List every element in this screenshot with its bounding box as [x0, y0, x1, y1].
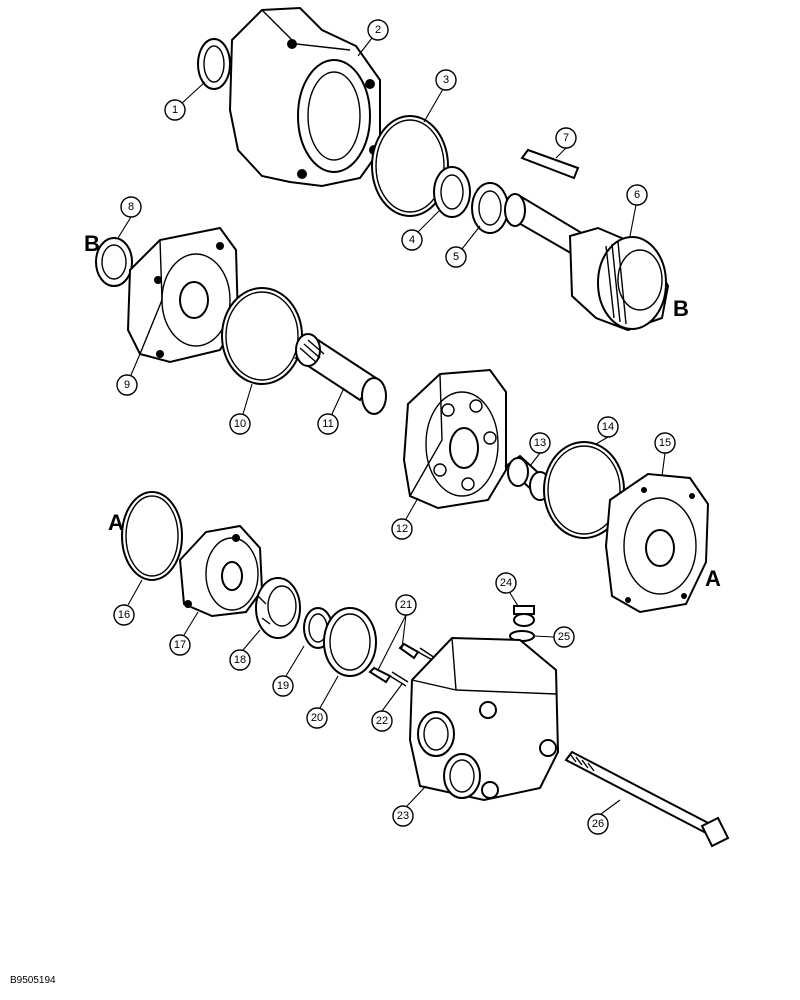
part-17-valve-body: [178, 524, 264, 618]
part-21-22-pins-springs: [368, 642, 439, 687]
svg-text:18: 18: [234, 654, 246, 666]
callout-13: 13: [529, 432, 551, 454]
svg-text:19: 19: [277, 680, 289, 692]
callout-17: 17: [169, 634, 191, 656]
callout-1: 1: [164, 99, 186, 121]
svg-text:16: 16: [118, 609, 130, 621]
part-24-plug: [513, 605, 535, 627]
svg-text:3: 3: [443, 74, 449, 86]
view-marker-a-right: A: [705, 566, 721, 591]
part-8-seal: [95, 237, 133, 287]
callout-18: 18: [229, 649, 251, 671]
svg-text:17: 17: [174, 639, 186, 651]
svg-text:13: 13: [534, 437, 546, 449]
callout-24: 24: [495, 572, 517, 594]
svg-text:8: 8: [128, 201, 134, 213]
svg-text:12: 12: [396, 523, 408, 535]
callout-3: 3: [435, 69, 457, 91]
svg-text:7: 7: [563, 132, 569, 144]
callout-4: 4: [401, 229, 423, 251]
part-20-seal: [323, 607, 377, 677]
callout-10: 10: [229, 413, 251, 435]
svg-text:24: 24: [500, 577, 512, 589]
callout-14: 14: [597, 416, 619, 438]
callout-19: 19: [272, 675, 294, 697]
svg-text:9: 9: [124, 379, 130, 391]
part-23-port-housing: [408, 636, 560, 802]
callout-7: 7: [555, 127, 577, 149]
callout-21: 21: [395, 594, 417, 616]
part-1-seal: [197, 38, 231, 90]
callout-20: 20: [306, 707, 328, 729]
part-4-washer: [433, 166, 471, 218]
svg-text:10: 10: [234, 418, 246, 430]
callout-23: 23: [392, 805, 414, 827]
part-3-o-ring: [371, 115, 449, 217]
svg-text:2: 2: [375, 24, 381, 36]
part-2-housing: [228, 6, 381, 188]
svg-text:14: 14: [602, 421, 614, 433]
svg-text:15: 15: [659, 437, 671, 449]
callout-2: 2: [367, 19, 389, 41]
part-18-bearing: [255, 577, 301, 639]
view-marker-b-right: B: [673, 296, 689, 321]
part-14-o-ring: [543, 441, 625, 539]
callout-22: 22: [371, 710, 393, 732]
part-7-key: [520, 148, 580, 180]
svg-text:6: 6: [634, 189, 640, 201]
svg-text:22: 22: [376, 715, 388, 727]
svg-text:25: 25: [558, 631, 570, 643]
callout-26: 26: [587, 813, 609, 835]
part-26-bolt: [564, 750, 730, 848]
svg-text:26: 26: [592, 818, 604, 830]
callout-6: 6: [626, 184, 648, 206]
leader-lines: [117, 37, 666, 815]
part-15-cover-plate: [604, 472, 710, 614]
view-marker-b-left: B: [84, 231, 100, 256]
svg-text:5: 5: [453, 251, 459, 263]
document-id: B9505194: [10, 975, 56, 986]
part-16-o-ring: [121, 491, 183, 581]
svg-text:1: 1: [172, 104, 178, 116]
callout-16: 16: [113, 604, 135, 626]
part-12-gerotor: [402, 368, 507, 510]
view-marker-a-left: A: [108, 510, 124, 535]
svg-text:11: 11: [322, 418, 333, 430]
part-11-drive-shaft: [294, 333, 387, 415]
part-6-output-shaft: [504, 193, 670, 332]
part-5-washer: [471, 182, 509, 234]
callout-11: 11: [317, 413, 339, 435]
svg-text:21: 21: [400, 599, 412, 611]
callout-25: 25: [553, 626, 575, 648]
callout-5: 5: [445, 246, 467, 268]
svg-text:4: 4: [409, 234, 415, 246]
callout-12: 12: [391, 518, 413, 540]
callout-8: 8: [120, 196, 142, 218]
svg-text:20: 20: [311, 712, 323, 724]
part-9-end-plate: [126, 226, 240, 364]
callout-9: 9: [116, 374, 138, 396]
callout-15: 15: [654, 432, 676, 454]
svg-text:23: 23: [397, 810, 409, 822]
part-10-o-ring: [221, 287, 303, 385]
